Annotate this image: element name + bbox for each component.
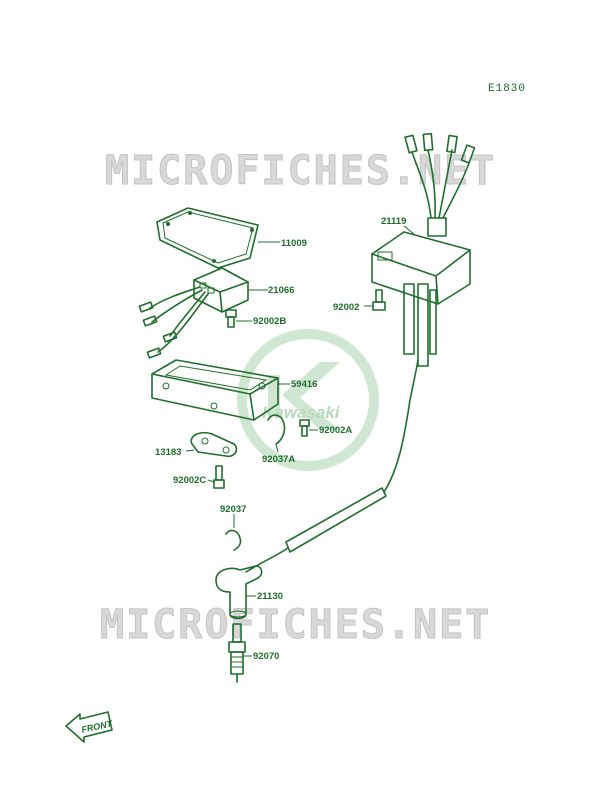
label-21130: 21130 (257, 591, 283, 602)
bolt-92002 (364, 289, 386, 311)
spark-plug-92070 (228, 623, 252, 683)
watermark-top: MICROFICHES.NET (105, 148, 496, 194)
bolt-92002A (299, 419, 318, 437)
label-92002C: 92002C (173, 475, 206, 486)
watermark-bottom: MICROFICHES.NET (100, 602, 491, 648)
label-13183: 13183 (155, 447, 181, 458)
label-21066: 21066 (268, 285, 294, 296)
cdi-unit-21066 (138, 267, 268, 359)
label-92037A: 92037A (262, 454, 295, 465)
label-92070: 92070 (253, 651, 279, 662)
plug-cap-21130 (215, 565, 263, 620)
label-92002: 92002 (333, 302, 359, 313)
label-21119: 21119 (381, 216, 406, 227)
bolt-92002C (207, 465, 225, 489)
front-label: FRONT (80, 718, 114, 735)
label-92037: 92037 (220, 504, 246, 515)
kawasaki-logo: Kawasaki (237, 329, 379, 471)
plate-13183 (185, 431, 238, 458)
case-59416 (151, 359, 290, 421)
gasket-11009 (156, 207, 280, 269)
clamp-92037A (267, 414, 286, 453)
front-arrow-icon: FRONT (65, 711, 114, 743)
label-92002A: 92002A (319, 425, 352, 436)
bolt-92002B (225, 309, 252, 328)
diagram-code: E1830 (488, 83, 526, 95)
ignition-coil-21119 (371, 132, 476, 367)
ignition-cable (245, 359, 419, 573)
label-11009: 11009 (281, 238, 307, 249)
label-92002B: 92002B (253, 316, 286, 327)
clamp-92037 (225, 514, 242, 551)
label-59416: 59416 (291, 379, 317, 390)
